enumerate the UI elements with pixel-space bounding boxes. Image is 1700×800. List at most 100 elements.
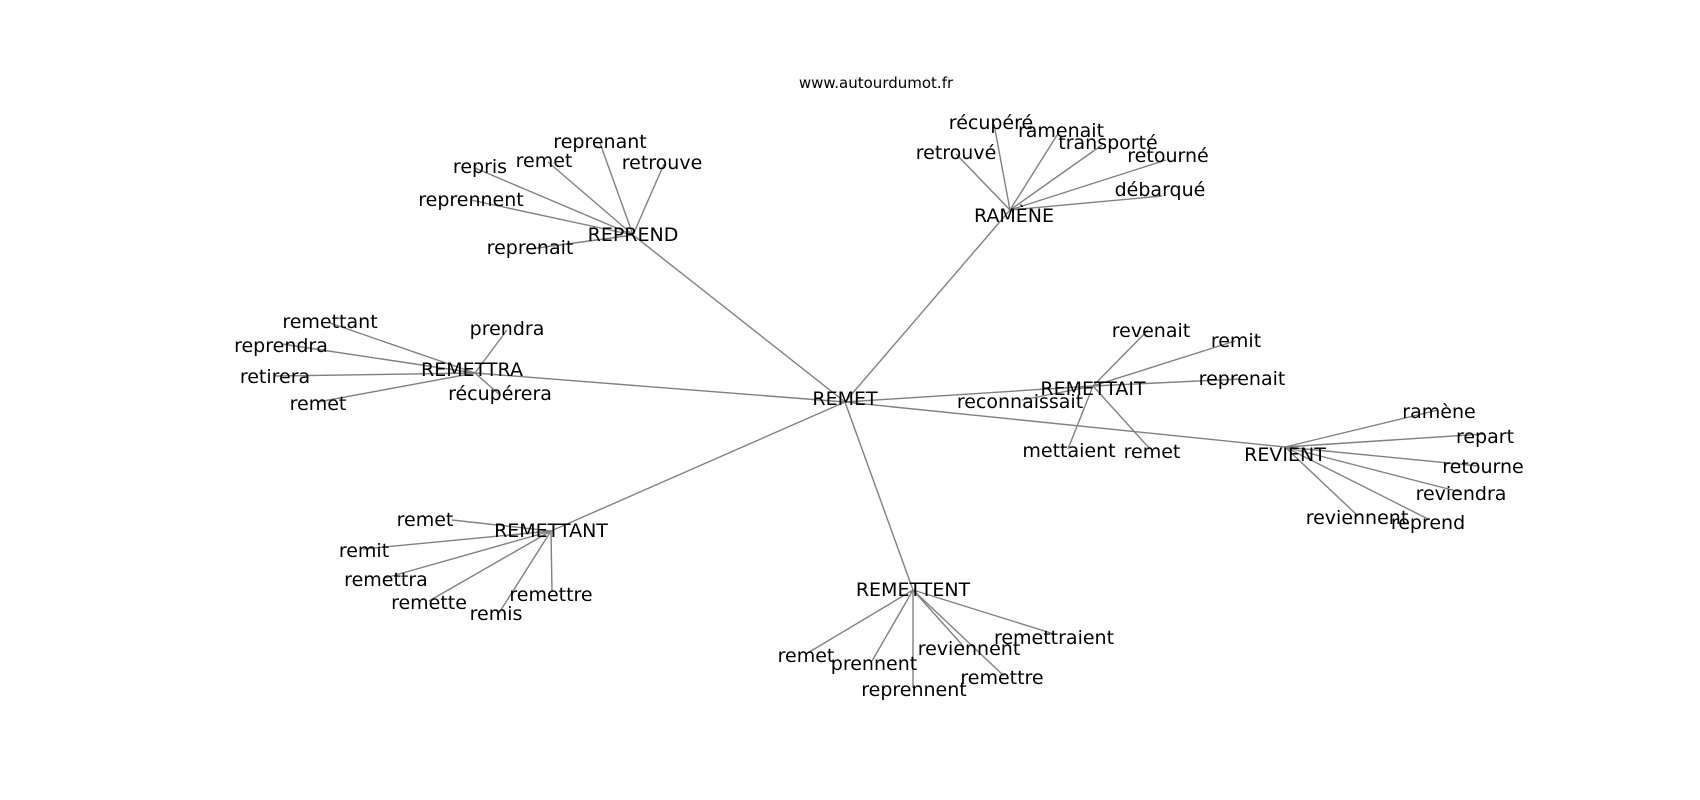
edge-hub-to-neighbor xyxy=(474,372,501,396)
edge-root-to-hub xyxy=(844,209,1011,403)
neighbor-node-label[interactable]: reprennent xyxy=(418,189,524,211)
neighbor-node-label[interactable]: remit xyxy=(339,540,389,562)
neighbor-node-label[interactable]: remis xyxy=(470,603,523,625)
edge-hub-to-neighbor xyxy=(428,530,552,602)
neighbor-node-label[interactable]: reviendra xyxy=(1416,483,1507,505)
edge-hub-to-neighbor xyxy=(451,519,552,532)
hub-node-label[interactable]: REMETTENT xyxy=(856,579,971,601)
neighbor-node-label[interactable]: remette xyxy=(391,592,467,614)
edge-hub-to-neighbor xyxy=(529,234,634,250)
neighbor-node-label[interactable]: remet xyxy=(778,645,835,667)
neighbor-node-label[interactable]: reviennent xyxy=(918,638,1021,660)
graph-labels: www.autourdumot.fr REMET REPREND repris rem… xyxy=(234,74,1524,701)
neighbor-node-label[interactable]: prennent xyxy=(831,653,917,675)
neighbor-node-label[interactable]: remet xyxy=(397,509,454,531)
edge-hub-to-neighbor xyxy=(1009,195,1163,211)
edge-hub-to-neighbor xyxy=(498,530,552,614)
neighbor-node-label[interactable]: remet xyxy=(1124,441,1181,463)
hub-node-label[interactable]: REMETTRA xyxy=(421,359,523,381)
neighbor-node-label[interactable]: mettaient xyxy=(1022,440,1115,462)
neighbor-node-label[interactable]: reprenant xyxy=(553,131,646,153)
neighbor-node-label[interactable]: transporté xyxy=(1058,132,1157,154)
edge-hub-to-neighbor xyxy=(474,329,508,374)
edge-hub-to-neighbor xyxy=(1009,144,1103,211)
edge-hub-to-neighbor xyxy=(993,123,1011,211)
neighbor-node-label[interactable]: remettre xyxy=(509,584,592,606)
edge-hub-to-neighbor xyxy=(1009,131,1060,211)
edge-hub-to-neighbor xyxy=(317,372,476,403)
neighbor-node-label[interactable]: remettant xyxy=(282,311,377,333)
edge-hub-to-neighbor xyxy=(384,530,552,579)
neighbor-node-label[interactable]: remettra xyxy=(344,569,428,591)
neighbor-node-label[interactable]: ramène xyxy=(1402,401,1475,423)
site-url: www.autourdumot.fr xyxy=(799,74,954,92)
edge-root-to-hub xyxy=(550,401,846,532)
neighbor-node-label[interactable]: retourne xyxy=(1442,456,1523,478)
edge-hub-to-neighbor xyxy=(1092,329,1149,387)
edge-hub-to-neighbor xyxy=(550,530,553,593)
neighbor-node-label[interactable]: remettraient xyxy=(994,627,1114,649)
neighbor-node-label[interactable]: prendra xyxy=(470,318,545,340)
edge-root-to-hub xyxy=(844,385,1094,403)
edge-hub-to-neighbor xyxy=(1284,446,1429,520)
neighbor-node-label[interactable]: récupérera xyxy=(448,383,552,405)
edge-root-to-hub xyxy=(474,372,846,403)
neighbor-node-label[interactable]: remettre xyxy=(960,667,1043,689)
neighbor-node-label[interactable]: récupéré xyxy=(949,112,1033,134)
edge-hub-to-neighbor xyxy=(1092,385,1151,450)
edge-hub-to-neighbor xyxy=(912,589,965,648)
edge-hub-to-neighbor xyxy=(1092,340,1236,387)
neighbor-node-label[interactable]: revenait xyxy=(1112,320,1190,342)
neighbor-node-label[interactable]: remet xyxy=(516,150,573,172)
edge-hub-to-neighbor xyxy=(955,153,1011,211)
neighbor-node-label[interactable]: retrouvé xyxy=(916,142,997,164)
hub-node-label[interactable]: REMETTAIT xyxy=(1040,378,1146,400)
edge-root-to-hub xyxy=(844,401,1286,448)
neighbor-node-label[interactable]: remet xyxy=(290,393,347,415)
neighbor-node-label[interactable]: reviennent xyxy=(1306,507,1409,529)
edge-hub-to-neighbor xyxy=(1284,409,1439,448)
neighbor-node-label[interactable]: reconnaissait xyxy=(957,391,1083,413)
edge-hub-to-neighbor xyxy=(547,161,634,236)
edge-hub-to-neighbor xyxy=(632,163,665,236)
neighbor-node-label[interactable]: retrouve xyxy=(622,152,703,174)
edge-hub-to-neighbor xyxy=(362,530,552,550)
hub-node-label[interactable]: RAMÈNE xyxy=(974,204,1054,227)
edge-hub-to-neighbor xyxy=(912,589,1055,635)
edge-hub-to-neighbor xyxy=(805,589,914,655)
neighbor-node-label[interactable]: reprend xyxy=(1391,512,1465,534)
root-node-label[interactable]: REMET xyxy=(812,388,878,410)
hub-node-label[interactable]: REMETTANT xyxy=(494,520,608,542)
graph-edges xyxy=(274,123,1485,688)
edge-hub-to-neighbor xyxy=(281,343,476,374)
edge-root-to-hub xyxy=(632,234,846,403)
edge-hub-to-neighbor xyxy=(1284,446,1480,467)
hub-node-label[interactable]: REVIENT xyxy=(1244,444,1326,466)
neighbor-node-label[interactable]: ramenait xyxy=(1018,120,1104,142)
edge-hub-to-neighbor xyxy=(1021,385,1094,401)
edge-hub-to-neighbor xyxy=(1284,433,1485,448)
edge-hub-to-neighbor xyxy=(470,199,634,236)
edge-hub-to-neighbor xyxy=(1067,385,1094,450)
edge-hub-to-neighbor xyxy=(274,372,476,377)
neighbor-node-label[interactable]: retirera xyxy=(240,366,310,388)
neighbor-node-label[interactable]: reprennent xyxy=(861,679,967,701)
neighbor-node-label[interactable]: reprenait xyxy=(487,237,574,259)
neighbor-node-label[interactable]: remit xyxy=(1211,330,1261,352)
neighbor-node-label[interactable]: débarqué xyxy=(1115,179,1206,201)
edge-hub-to-neighbor xyxy=(1284,446,1461,493)
neighbor-node-label[interactable]: reprenait xyxy=(1199,368,1286,390)
neighbor-node-label[interactable]: repris xyxy=(453,156,507,178)
edge-hub-to-neighbor xyxy=(1284,446,1359,517)
edge-hub-to-neighbor xyxy=(1092,378,1241,387)
edge-hub-to-neighbor xyxy=(329,322,476,374)
neighbor-node-label[interactable]: repart xyxy=(1456,426,1514,448)
neighbor-node-label[interactable]: retourné xyxy=(1127,145,1208,167)
hub-node-label[interactable]: REPREND xyxy=(588,224,679,246)
edge-root-to-hub xyxy=(844,401,914,591)
edge-hub-to-neighbor xyxy=(599,142,634,236)
edge-hub-to-neighbor xyxy=(474,167,634,236)
neighbor-node-label[interactable]: reprendra xyxy=(234,335,328,357)
edge-hub-to-neighbor xyxy=(1009,159,1167,211)
